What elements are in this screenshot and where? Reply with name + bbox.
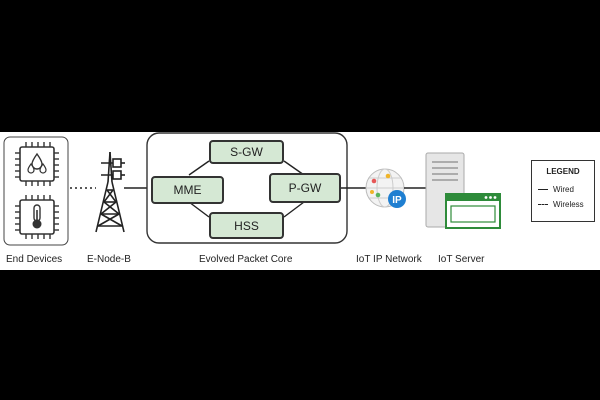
legend-row-wireless: Wireless (538, 200, 584, 209)
sgw-node: S-GW (209, 140, 284, 164)
pgw-label: P-GW (288, 181, 322, 195)
iot-server-icon (425, 152, 501, 229)
sgw-label: S-GW (230, 145, 263, 159)
epc-label: Evolved Packet Core (199, 254, 293, 265)
end-devices-label: End Devices (6, 254, 63, 265)
enodeb-label: E-Node-B (87, 254, 131, 265)
iot-ip-network-label: IoT IP Network (356, 254, 422, 265)
iot-server-label: IoT Server (438, 254, 485, 265)
temperature-sensor-icon (15, 195, 59, 239)
epc-internal-links (188, 160, 305, 218)
wired-line-swatch (538, 189, 548, 190)
legend-wireless-label: Wireless (553, 200, 584, 209)
hss-node: HSS (209, 212, 284, 239)
hss-label: HSS (234, 218, 259, 233)
ip-badge-label: IP (392, 195, 402, 206)
legend-wired-label: Wired (553, 185, 574, 194)
enodeb-tower-icon (95, 151, 125, 233)
mme-label: MME (173, 183, 202, 197)
mme-node: MME (151, 176, 224, 204)
pgw-node: P-GW (269, 173, 341, 203)
humidity-sensor-icon (15, 142, 59, 186)
iot-ip-network-icon (365, 168, 406, 208)
wireless-line-swatch (538, 204, 548, 205)
legend-title: LEGEND (546, 167, 580, 176)
legend-box: LEGEND Wired Wireless (531, 160, 595, 222)
legend-row-wired: Wired (538, 185, 574, 194)
